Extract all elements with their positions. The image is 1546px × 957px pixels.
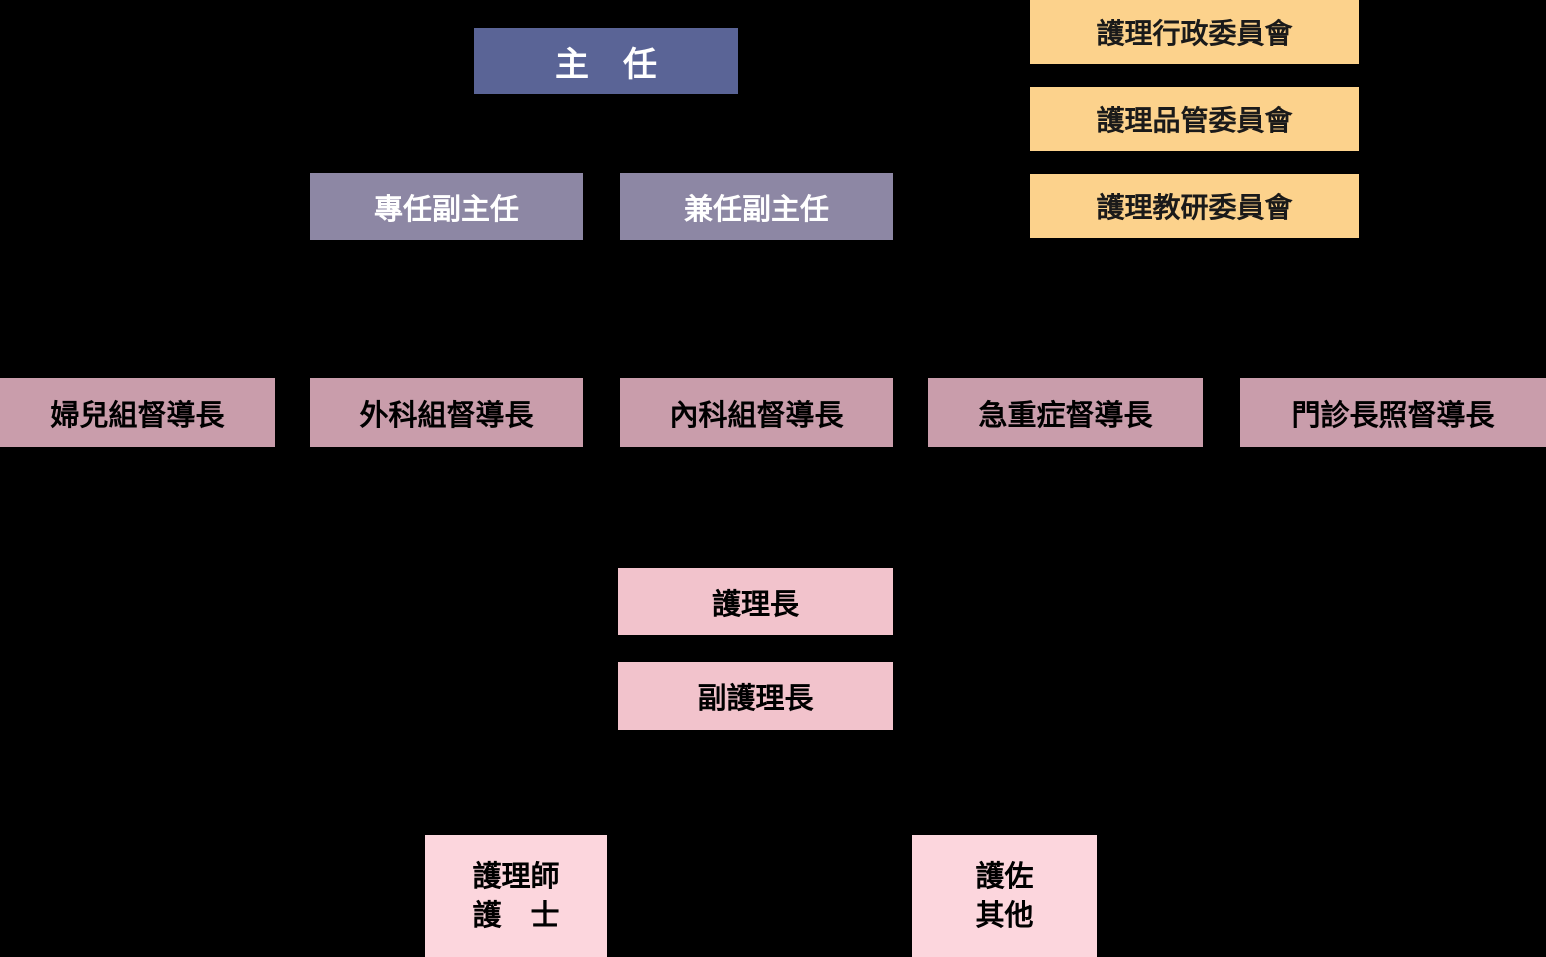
staff-nurses-line1: 護理師 [472,858,560,893]
org-node-committee-admin: 護理行政委員會 [1030,0,1359,64]
org-node-deputy-concurrent: 兼任副主任 [620,173,893,240]
org-node-committee-education: 護理教研委員會 [1030,174,1359,238]
org-node-deputy-fulltime: 專任副主任 [310,173,583,240]
org-node-supervisor-surgery: 外科組督導長 [310,378,583,447]
staff-aides-line2: 其他 [975,898,1034,932]
org-node-staff-aides-others: 護佐 其他 [912,835,1097,957]
org-node-head-nurse: 護理長 [618,568,893,635]
org-node-supervisor-obgyn-peds: 婦兒組督導長 [0,378,275,447]
staff-nurses-line2: 護 士 [472,898,560,932]
org-node-deputy-head-nurse: 副護理長 [618,662,893,730]
org-node-committee-quality: 護理品管委員會 [1030,87,1359,151]
org-node-supervisor-medicine: 內科組督導長 [620,378,893,447]
org-node-supervisor-critical-care: 急重症督導長 [928,378,1203,447]
org-node-director: 主 任 [474,28,738,94]
org-node-supervisor-outpatient-longterm: 門診長照督導長 [1240,378,1546,447]
staff-aides-line1: 護佐 [975,858,1034,893]
org-node-staff-nurses: 護理師 護 士 [425,835,607,957]
